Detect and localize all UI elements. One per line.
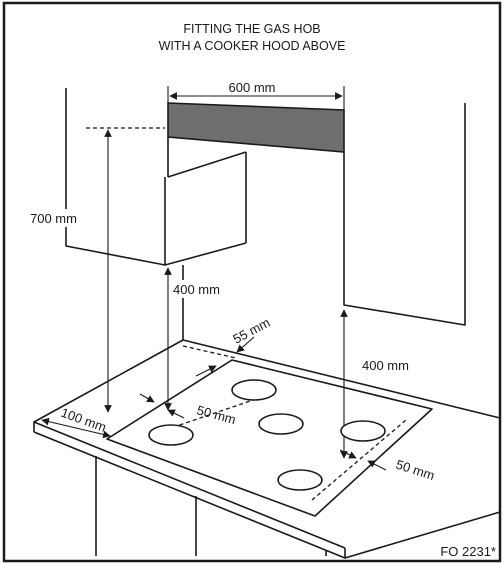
title-line-1: FITTING THE GAS HOB xyxy=(183,22,320,36)
title-line-2: WITH A COOKER HOOD ABOVE xyxy=(159,39,346,53)
hood-width-label: 600 mm xyxy=(229,80,276,95)
burner-front-left xyxy=(148,424,194,446)
side-clearance-right-label: 50 mm xyxy=(394,457,436,484)
clearance-400-right-label: 400 mm xyxy=(362,358,409,373)
side-clearance-left-label: 50 mm xyxy=(195,402,237,427)
front-clearance-dimension: 100 mm xyxy=(41,405,111,439)
right-wall-cabinet xyxy=(343,103,466,326)
hob-left-edge-guide xyxy=(152,396,263,435)
clearance-400-left-label: 400 mm xyxy=(173,282,220,297)
height-700-label: 700 mm xyxy=(30,211,77,226)
burner-centre xyxy=(258,413,304,435)
front-clearance-label: 100 mm xyxy=(59,405,108,435)
burner-back-right xyxy=(340,420,386,442)
burner-front-right xyxy=(277,469,323,491)
hood-width-dimension: 600 mm xyxy=(167,80,345,110)
gas-hob xyxy=(106,359,433,517)
rear-clearance-label: 55 mm xyxy=(230,315,272,347)
burner-back-left xyxy=(231,379,277,401)
left-wall-cabinet xyxy=(65,88,247,340)
cooker-hood xyxy=(167,102,345,178)
figure-reference-code: FO 2231* xyxy=(440,544,496,559)
worktop xyxy=(33,339,501,559)
height-700-dimension: 700 mm xyxy=(28,127,165,413)
clearance-400-left-dimension: 400 mm xyxy=(164,267,234,411)
side-clearance-right-dimension: 50 mm xyxy=(339,449,436,484)
hood-panel xyxy=(167,102,345,153)
